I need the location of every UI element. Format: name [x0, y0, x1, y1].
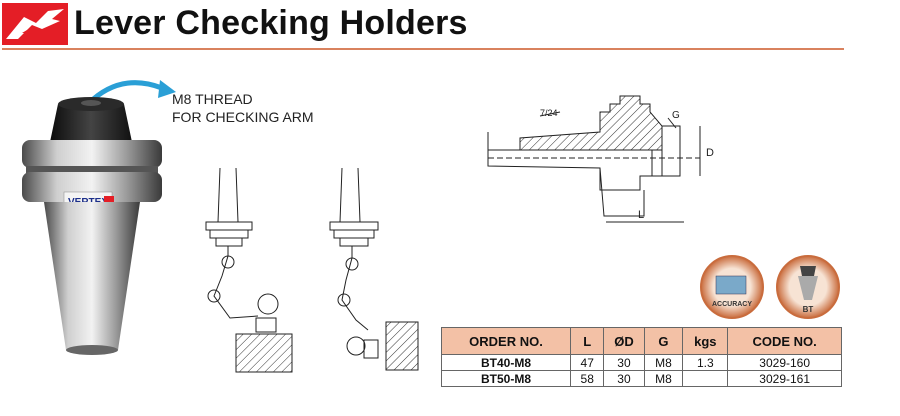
spec-table: ORDER NO. L ØD G kgs CODE NO. BT40-M8 47… — [440, 327, 842, 387]
g-cell: M8 — [643, 354, 684, 371]
d-cell: 30 — [603, 354, 645, 371]
accuracy-badge-label: ACCURACY — [712, 301, 752, 308]
title-divider — [2, 48, 844, 50]
d-cell: 30 — [603, 370, 645, 387]
g-dimension-label: G — [672, 110, 680, 121]
accuracy-badge-icon: ACCURACY — [700, 255, 764, 319]
bt-holder-photo: VERTEX — [22, 97, 162, 355]
col-l: L — [570, 327, 605, 355]
col-code-no: CODE NO. — [727, 327, 842, 355]
order-no-cell: BT40-M8 — [440, 354, 572, 371]
taper-label: 7/24 — [540, 108, 558, 118]
order-no-cell: BT50-M8 — [440, 370, 572, 387]
table-row: BT40-M8 47 30 M8 1.3 3029-160 — [440, 354, 842, 371]
callout-line-2: FOR CHECKING ARM — [172, 109, 314, 125]
setup-drawing-2 — [329, 167, 419, 371]
kgs-cell — [682, 370, 729, 387]
callout-line-1: M8 THREAD — [172, 91, 253, 107]
l-cell: 47 — [570, 354, 605, 371]
spec-table-header: ORDER NO. L ØD G kgs CODE NO. — [440, 327, 842, 355]
vertex-logo-icon — [2, 3, 68, 45]
col-d: ØD — [603, 327, 645, 355]
kgs-cell: 1.3 — [682, 354, 729, 371]
g-cell: M8 — [643, 370, 684, 387]
thread-callout: M8 THREAD FOR CHECKING ARM — [172, 90, 314, 126]
bt-badge-icon: BT — [776, 255, 840, 319]
bt-badge-label: BT — [803, 305, 814, 314]
code-no-cell: 3029-160 — [727, 354, 842, 371]
callout-arrowhead — [158, 80, 176, 98]
col-kgs: kgs — [682, 327, 729, 355]
table-row: BT50-M8 58 30 M8 3029-161 — [440, 370, 842, 387]
col-order-no: ORDER NO. — [440, 327, 572, 355]
d-dimension-label: D — [706, 147, 714, 159]
l-cell: 58 — [570, 370, 605, 387]
section-drawing — [487, 95, 701, 223]
col-g: G — [643, 327, 684, 355]
code-no-cell: 3029-161 — [727, 370, 842, 387]
setup-drawing-1 — [205, 167, 293, 373]
l-dimension-label: L — [638, 209, 644, 221]
page-title: Lever Checking Holders — [74, 4, 468, 42]
